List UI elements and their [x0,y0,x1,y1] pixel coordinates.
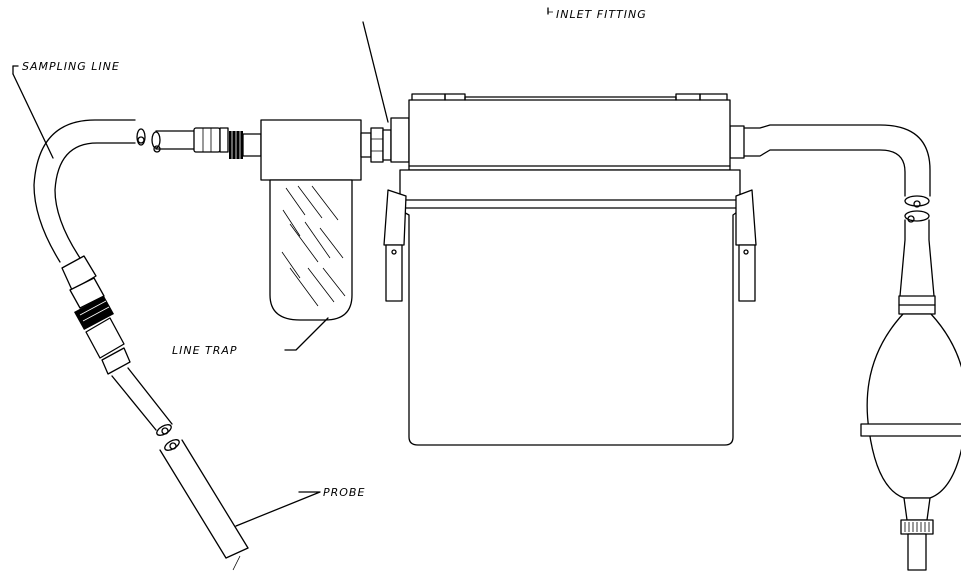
leader-lines [12,7,553,527]
probe-label: PROBE [323,486,365,499]
line-trap-label: LINE TRAP [172,344,238,357]
quick-coupling [151,127,262,159]
sampling-line-hose [33,119,173,436]
probe [159,439,249,571]
instrument-housing [383,93,757,446]
outlet-hose [743,124,936,315]
knurled-coupling-nut [74,296,114,330]
aspirator-bulb [860,313,961,571]
line-trap [260,119,392,321]
inlet-fitting-label: INLET FITTING [556,8,647,21]
sampling-line-label: SAMPLING LINE [22,60,120,73]
